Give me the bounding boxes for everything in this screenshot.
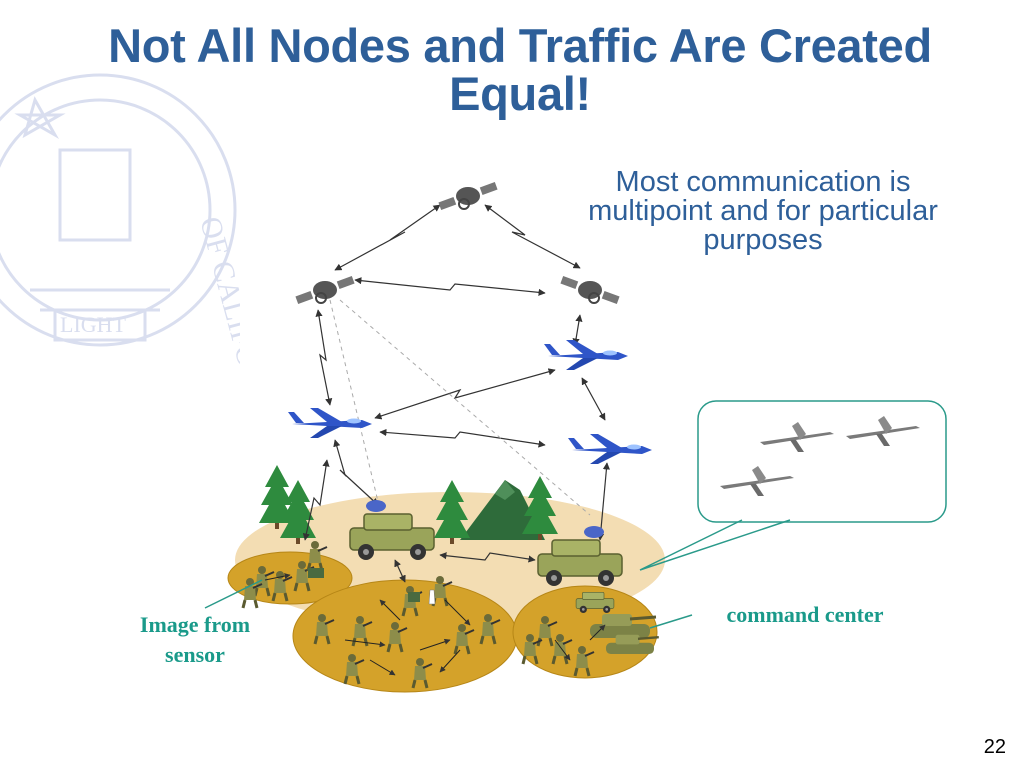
page-number: 22 [983, 736, 1006, 758]
fighter-jet-icon [288, 408, 372, 438]
sensor-device [308, 568, 324, 578]
satellite-icon [559, 274, 621, 306]
link-jet-right-jet [581, 377, 606, 421]
subtitle-line-1: Most communication is [615, 166, 911, 198]
link-sat-top-left [334, 204, 441, 271]
link-sat-top-right [484, 204, 581, 269]
subtitle-line-3: purposes [703, 224, 823, 256]
link-vehicle-cluster [394, 559, 406, 583]
title-line-2: Equal! [449, 67, 591, 120]
label-sensor-line-1: Image from [139, 612, 251, 637]
satellite-icon [294, 274, 356, 306]
link-sat-left-jet [315, 309, 333, 406]
link-jets-horizontal [379, 428, 546, 448]
humvee-icon [537, 526, 623, 587]
mountain-icon [460, 480, 545, 540]
slide-title: Not All Nodes and Traffic Are Created Eq… [20, 22, 1020, 118]
title-line-1: Not All Nodes and Traffic Are Created [108, 19, 932, 72]
command-label-pointer [649, 614, 693, 629]
fighter-jet-icon [544, 340, 628, 370]
subtitle: Most communication is multipoint and for… [548, 168, 978, 255]
humvee-icon [349, 500, 435, 561]
satellite-icon [437, 180, 499, 212]
university-seal-watermark: OF CALIFORNIA LIGHT [0, 73, 240, 380]
link-sat-left-right [354, 277, 546, 296]
link-jet-left-down [302, 459, 330, 541]
uav-callout-pointer [639, 519, 791, 571]
label-command-center: command center [726, 602, 884, 627]
comm-links [302, 204, 610, 583]
link-sat-right-jet [572, 314, 583, 346]
cluster-links [264, 573, 606, 676]
link-vehicles [439, 552, 536, 563]
fighter-jet-icon [568, 434, 652, 464]
link-jet-vehicle [333, 439, 379, 506]
cluster-right [512, 585, 658, 679]
sensor-label-pointer [204, 579, 263, 609]
uav-callout-box [697, 400, 947, 523]
dashed-links [329, 299, 591, 516]
sensor-device [408, 592, 420, 602]
link-jet-right-down [597, 462, 610, 541]
seal-motto: LIGHT [60, 312, 127, 337]
label-image-from-sensor: Image from sensor [100, 610, 290, 670]
link-jets-cross [374, 368, 556, 420]
person-icon [428, 589, 436, 605]
subtitle-line-2: multipoint and for particular [588, 195, 938, 227]
label-sensor-line-2: sensor [165, 642, 225, 667]
